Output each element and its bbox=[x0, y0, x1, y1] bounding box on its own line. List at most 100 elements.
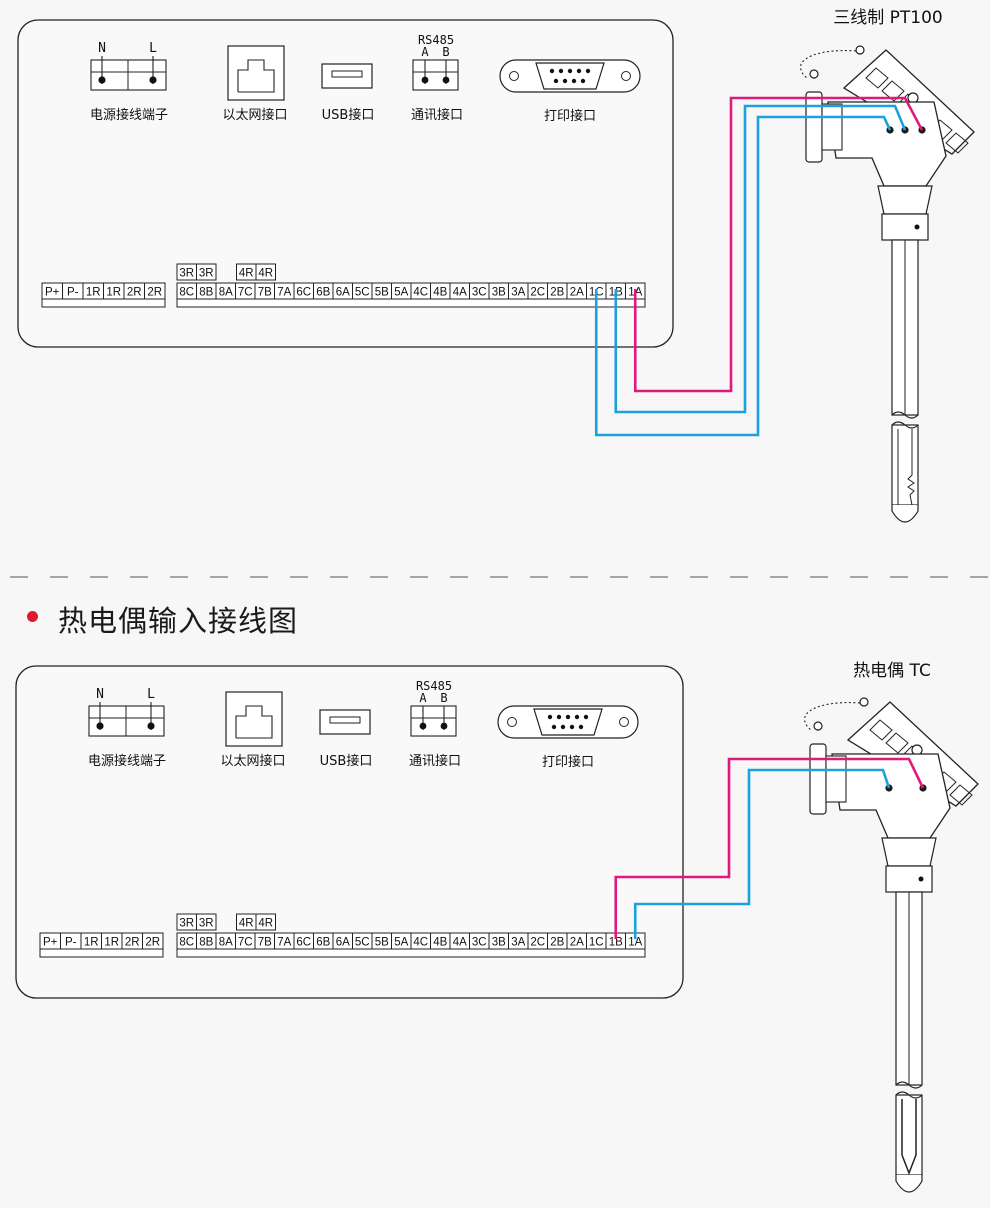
rs485-caption: 通讯接口 bbox=[411, 107, 463, 123]
left-terminal-base bbox=[41, 298, 166, 308]
main-terminal-label: 4A bbox=[453, 287, 467, 299]
rs485-screw-dot bbox=[419, 722, 427, 730]
main-terminal-label: 5A bbox=[394, 937, 408, 949]
power-screw-dot bbox=[98, 76, 106, 84]
main-terminal-label: 7B bbox=[258, 937, 272, 949]
ethernet-port bbox=[227, 45, 285, 101]
cable-gland-nut bbox=[825, 755, 847, 803]
wire-1C-blue bbox=[594, 115, 892, 437]
db9-pin bbox=[578, 724, 584, 730]
left-terminal-label: P- bbox=[65, 937, 77, 949]
junction-body bbox=[827, 101, 947, 187]
rs485-label-b: B bbox=[440, 691, 447, 705]
main-terminal-label: 2C bbox=[530, 287, 545, 299]
main-terminal-label: 2B bbox=[550, 937, 564, 949]
main-terminal-label: 2C bbox=[530, 937, 545, 949]
main-terminal-label: 3A bbox=[511, 287, 525, 299]
db9-pin bbox=[562, 78, 568, 84]
rs485-screw-dot bbox=[440, 722, 448, 730]
sensor-neck bbox=[881, 837, 937, 867]
probe-stem-lower bbox=[895, 1094, 923, 1176]
rs485-terminal-block bbox=[410, 705, 457, 737]
top-terminal-label: 3R bbox=[179, 268, 194, 280]
usb-port bbox=[321, 63, 373, 89]
cap-chain bbox=[804, 702, 861, 732]
main-terminal-label: 8C bbox=[179, 287, 194, 299]
wire-1B-magenta bbox=[614, 757, 925, 939]
thermocouple-junction-icon bbox=[901, 1099, 917, 1176]
print-port-screw-left bbox=[507, 717, 517, 727]
print-port-screw-left bbox=[509, 71, 519, 81]
cap-screw-icon bbox=[809, 69, 819, 79]
lid-rib bbox=[949, 784, 973, 806]
db9-pin bbox=[551, 724, 557, 730]
cap-screw-icon bbox=[859, 697, 869, 707]
sensor-fitting bbox=[885, 865, 933, 893]
main-terminal-label: 6B bbox=[316, 937, 330, 949]
db9-pin bbox=[583, 714, 589, 720]
main-terminal-label: 4A bbox=[453, 937, 467, 949]
main-terminal-label: 7A bbox=[277, 937, 291, 949]
usb-caption: USB接口 bbox=[322, 107, 375, 123]
power-label-l: L bbox=[149, 41, 157, 56]
main-terminal-label: 5C bbox=[355, 287, 370, 299]
left-terminal-label: 1R bbox=[84, 937, 99, 949]
main-terminal-label: 4C bbox=[413, 937, 428, 949]
rs485-terminal-block bbox=[412, 59, 459, 91]
main-terminal-label: 5C bbox=[355, 937, 370, 949]
usb-socket-icon bbox=[329, 716, 361, 724]
lid-rib bbox=[865, 67, 889, 89]
cable-gland bbox=[805, 91, 823, 163]
main-terminal-label: 2B bbox=[550, 287, 564, 299]
main-terminal-label: 4C bbox=[413, 287, 428, 299]
main-terminal-label: 4B bbox=[433, 287, 447, 299]
main-terminal-base bbox=[176, 948, 646, 958]
main-terminal-label: 7C bbox=[238, 287, 253, 299]
fitting-dot bbox=[918, 876, 924, 882]
main-terminal-label: 7B bbox=[258, 287, 272, 299]
main-terminal-label: 6A bbox=[336, 287, 350, 299]
ethernet-port bbox=[225, 691, 283, 747]
cable-gland bbox=[809, 743, 827, 815]
print-port-screw-right bbox=[619, 717, 629, 727]
wire-1A-blue bbox=[633, 768, 891, 939]
top-terminal-cell bbox=[196, 263, 217, 281]
sensor-fitting bbox=[881, 213, 929, 241]
lid-rib bbox=[869, 719, 893, 741]
left-terminal-label: 2R bbox=[147, 287, 162, 299]
top-terminal-cell bbox=[255, 913, 276, 931]
main-terminal-label: 2A bbox=[570, 287, 584, 299]
db9-pin bbox=[553, 78, 559, 84]
main-terminal-label: 4B bbox=[433, 937, 447, 949]
rs485-title: RS485 bbox=[416, 679, 452, 693]
power-caption: 电源接线端子 bbox=[90, 107, 168, 123]
top-terminal-label: 4R bbox=[239, 918, 254, 930]
rs485-caption: 通讯接口 bbox=[409, 753, 461, 769]
main-terminal-label: 6C bbox=[296, 937, 311, 949]
main-terminal-label: 3B bbox=[492, 287, 506, 299]
top-terminal-label: 4R bbox=[258, 918, 273, 930]
fitting-dot bbox=[914, 224, 920, 230]
probe-break-mark bbox=[895, 1081, 923, 1089]
rs485-title: RS485 bbox=[418, 33, 454, 47]
main-terminal-label: 5A bbox=[394, 287, 408, 299]
junction-body bbox=[831, 753, 951, 839]
probe-break-mark bbox=[891, 411, 919, 419]
top-terminal-cell bbox=[255, 263, 276, 281]
db9-pin bbox=[547, 714, 553, 720]
rs485-screw-dot bbox=[442, 76, 450, 84]
db9-pin bbox=[585, 68, 591, 74]
left-terminal-label: P+ bbox=[43, 937, 58, 949]
top-terminal-label: 3R bbox=[199, 268, 214, 280]
sensor-label-tc: 热电偶 TC bbox=[853, 661, 931, 681]
main-terminal-label: 8A bbox=[219, 287, 233, 299]
top-terminal-label: 3R bbox=[199, 918, 214, 930]
left-terminal-base bbox=[39, 948, 164, 958]
usb-port bbox=[319, 709, 371, 735]
db9-shell bbox=[533, 708, 603, 736]
top-terminal-label: 4R bbox=[258, 268, 273, 280]
main-terminal-base bbox=[176, 298, 646, 308]
main-terminal-label: 3C bbox=[472, 287, 487, 299]
sensor-label-pt100: 三线制 PT100 bbox=[833, 8, 943, 28]
